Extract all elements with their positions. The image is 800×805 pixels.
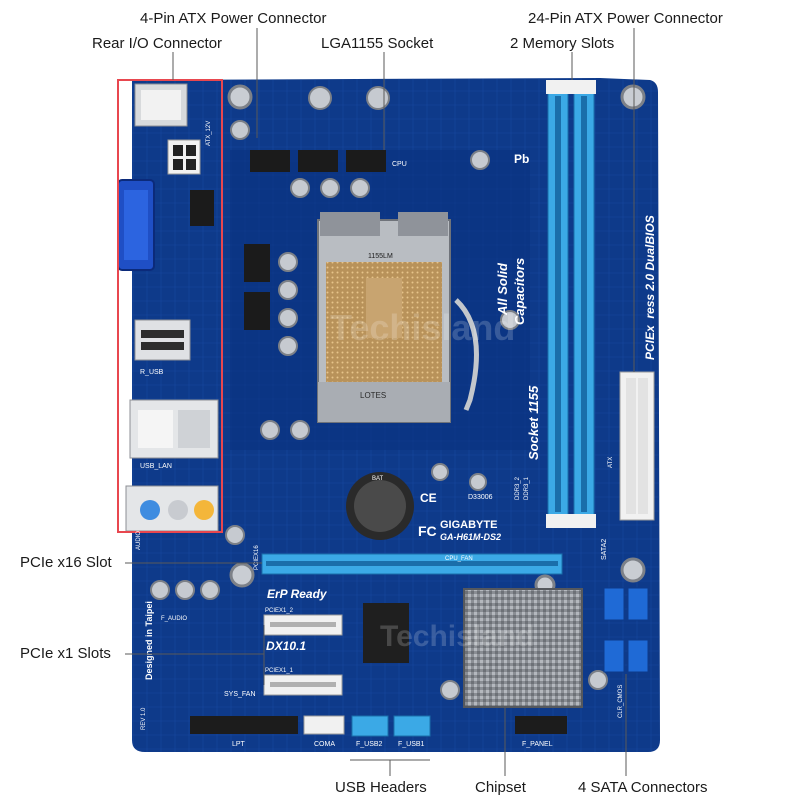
ddr3-2-label: DDR3_2 <box>515 476 521 500</box>
com-header <box>303 715 345 735</box>
pcie-x1-slots <box>263 614 343 696</box>
com-label: COMA <box>314 741 335 748</box>
callout-pcie-x16: PCIe x16 Slot <box>20 554 112 571</box>
erp-text: ErP Ready <box>267 587 328 601</box>
atx-label: ATX <box>608 457 614 468</box>
lpt-label: LPT <box>232 741 246 748</box>
pb-label: Pb <box>514 152 529 166</box>
f-usb2-label: F_USB2 <box>356 741 383 748</box>
ce-label: CE <box>420 491 437 505</box>
bat-label: BAT <box>372 476 384 482</box>
rev-label: REV 1.0 <box>141 707 147 730</box>
callout-pcie-x1: PCIe x1 Slots <box>20 645 111 662</box>
usb-lan-label: USB_LAN <box>140 463 172 470</box>
lga1155-socket <box>317 212 479 423</box>
clr-cmos-label: CLR_CMOS <box>618 685 624 718</box>
fc-label: FC <box>418 523 437 539</box>
callout-sata: 4 SATA Connectors <box>578 779 708 796</box>
model-text: GA-H61M-DS2 <box>440 532 501 542</box>
atx-24pin-connector <box>619 371 655 521</box>
sata2-label: SATA2 <box>601 539 608 560</box>
socket-mark-label: 1155LM <box>368 253 393 260</box>
callout-4pin-atx: 4-Pin ATX Power Connector <box>140 10 327 27</box>
chipset-heatsink <box>463 588 583 708</box>
front-panel-header <box>515 716 567 734</box>
callout-chipset: Chipset <box>475 779 526 796</box>
capacitors <box>150 86 608 700</box>
ddr3-1-label: DDR3_1 <box>524 476 530 500</box>
d33006-label: D33006 <box>468 494 493 501</box>
atx12v-label: ATX_12V <box>206 121 212 146</box>
brand-text: GIGABYTE <box>440 519 497 531</box>
dx-text: DX10.1 <box>266 639 306 653</box>
watermark-text-2: Techisland <box>380 620 534 653</box>
mounting-holes <box>227 84 646 596</box>
capacitors-text: Capacitors <box>512 258 527 325</box>
callout-lines <box>125 28 635 776</box>
pciex-text: PCIEx ress 2.0 DualBIOS <box>643 215 657 360</box>
rear-io-panel <box>117 83 219 532</box>
atx-4pin-connector <box>167 139 201 175</box>
sys-fan-label: SYS_FAN <box>224 691 256 698</box>
pciex1-2-label: PCIEX1_2 <box>265 608 294 614</box>
audio-label: AUDIO <box>136 531 142 550</box>
silkscreen-text: All Solid Capacitors Socket 1155 PCIEx r… <box>136 121 657 748</box>
cmos-battery <box>346 472 414 540</box>
f-usb1-label: F_USB1 <box>398 741 425 748</box>
cpu-label: CPU <box>392 161 407 168</box>
vrm-chokes <box>190 150 386 330</box>
watermark-text: Techisland <box>330 307 515 348</box>
all-solid-text: All Solid <box>495 262 510 316</box>
sata-connectors <box>603 587 649 673</box>
callout-rear-io: Rear I/O Connector <box>92 35 223 52</box>
callout-memory-slots: 2 Memory Slots <box>510 35 615 52</box>
pciex16-label: PCIEX16 <box>254 545 260 570</box>
r-usb-label: R_USB <box>140 369 164 376</box>
usb-headers <box>351 715 431 737</box>
cpu-fan-label: CPU_FAN <box>445 556 473 562</box>
callout-usb-headers: USB Headers <box>335 779 427 796</box>
memory-slots <box>546 80 596 528</box>
taipei-text: Designed in Taipei <box>144 601 154 680</box>
socket-plate-label: LOTES <box>360 391 386 400</box>
callout-lga1155: LGA1155 Socket <box>321 35 434 52</box>
super-io-chip <box>363 603 409 663</box>
callout-24pin-atx: 24-Pin ATX Power Connector <box>528 10 723 27</box>
rear-io-region-box <box>117 79 223 533</box>
socket-1155-text: Socket 1155 <box>526 385 541 460</box>
pcie-x16-slot <box>261 553 563 575</box>
f-panel-label: F_PANEL <box>522 741 553 748</box>
f-audio-label: F_AUDIO <box>161 616 187 622</box>
pciex1-1-label: PCIEX1_1 <box>265 668 294 674</box>
lpt-header <box>190 716 298 734</box>
